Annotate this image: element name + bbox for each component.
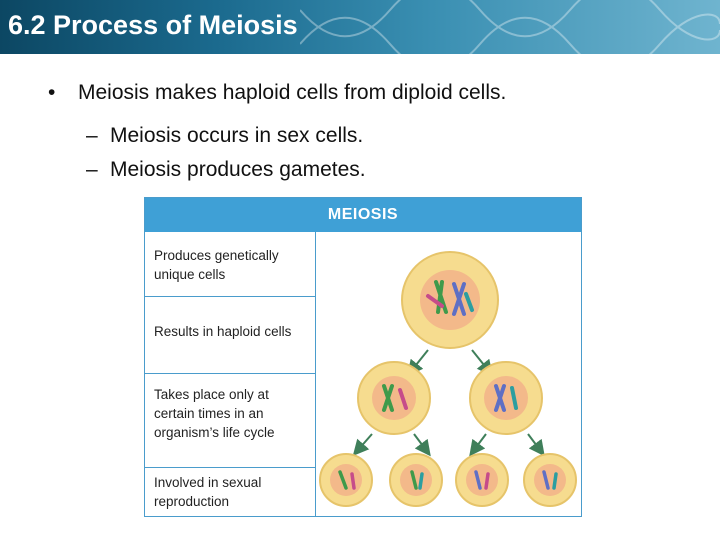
division-arrow — [413, 433, 431, 457]
figure-header: MEIOSIS — [145, 198, 581, 232]
meiosis-figure: MEIOSIS Produces genetically unique cell… — [144, 197, 582, 517]
figure-row-label: Results in haploid cells — [145, 297, 316, 374]
sub-bullet-text: Meiosis occurs in sex cells. — [110, 124, 364, 147]
figure-row-label: Produces genetically unique cells — [145, 232, 316, 297]
gamete-cell — [523, 453, 577, 507]
sub-bullet-text: Meiosis produces gametes. — [110, 158, 366, 181]
division-arrow — [469, 433, 487, 457]
bullet-dash: – — [86, 158, 98, 181]
daughter-cell — [469, 361, 543, 435]
main-bullet-text: Meiosis makes haploid cells from diploid… — [78, 81, 507, 104]
gamete-cell — [389, 453, 443, 507]
gamete-cell — [455, 453, 509, 507]
figure-row-label: Takes place only at certain times in an … — [145, 374, 316, 468]
title-bar: 6.2 Process of Meiosis — [0, 0, 720, 54]
slide-title: 6.2 Process of Meiosis — [8, 10, 298, 40]
daughter-cell — [357, 361, 431, 435]
bullet-dash: – — [86, 124, 98, 147]
gamete-cell — [319, 453, 373, 507]
meiosis-diagram — [319, 251, 577, 507]
bullet-dot: • — [48, 81, 56, 104]
dna-helix-decoration — [300, 0, 720, 54]
parent-cell — [401, 251, 499, 349]
division-arrow — [407, 349, 429, 377]
figure-row-label: Involved in sexual reproduction — [145, 468, 316, 516]
division-arrow — [352, 433, 373, 457]
division-arrow — [471, 349, 493, 377]
division-arrow — [527, 433, 545, 457]
